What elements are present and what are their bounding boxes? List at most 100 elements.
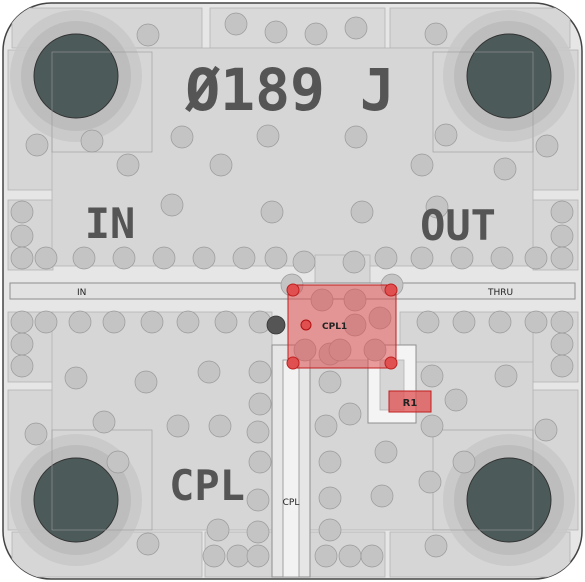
via (248, 360, 272, 384)
trace-in-label: IN (77, 288, 86, 298)
via (246, 488, 270, 512)
via (246, 420, 270, 444)
via (488, 310, 512, 334)
via (550, 224, 574, 248)
via (248, 450, 272, 474)
via (314, 414, 338, 438)
mount-hole-bottom-right (432, 429, 575, 566)
via (209, 153, 233, 177)
via (452, 450, 476, 474)
via (34, 246, 58, 270)
via (140, 310, 164, 334)
via (524, 310, 548, 334)
via (92, 410, 116, 434)
via (410, 246, 434, 270)
via (314, 544, 338, 568)
via (318, 450, 342, 474)
via (524, 246, 548, 270)
via (24, 422, 48, 446)
via (318, 486, 342, 510)
via (410, 153, 434, 177)
via (226, 544, 250, 568)
via (102, 310, 126, 334)
cpl1-label: CPL1 (322, 322, 347, 332)
via (550, 246, 574, 270)
via (214, 310, 238, 334)
via (256, 124, 280, 148)
via (338, 402, 362, 426)
via (224, 12, 248, 36)
trace-cpl-label: CPL (283, 498, 300, 508)
mount-hole-top-right (432, 10, 575, 153)
via (550, 354, 574, 378)
mount-hole-top-left (10, 10, 153, 153)
via (260, 200, 284, 224)
cpl-trace-inner (282, 359, 300, 578)
port-cpl-label: CPL (169, 461, 245, 510)
via (206, 518, 230, 542)
via (116, 153, 140, 177)
via (176, 310, 200, 334)
via (10, 200, 34, 224)
via (418, 470, 442, 494)
via (425, 195, 449, 219)
via (370, 484, 394, 508)
via (232, 246, 256, 270)
r1-label: R1 (403, 398, 418, 409)
via (304, 22, 328, 46)
dark-via (266, 315, 286, 335)
via (424, 22, 448, 46)
via (248, 392, 272, 416)
via (424, 534, 448, 558)
via (444, 388, 468, 412)
via (112, 246, 136, 270)
component-r1[interactable] (388, 390, 432, 413)
via (450, 246, 474, 270)
via (246, 520, 270, 544)
via (550, 310, 574, 334)
via (208, 414, 232, 438)
via (420, 364, 444, 388)
part-number-label: Ø189 J (184, 56, 395, 124)
via (202, 544, 226, 568)
via (170, 125, 194, 149)
via (10, 246, 34, 270)
via (374, 246, 398, 270)
via (25, 133, 49, 157)
via (10, 354, 34, 378)
via (490, 246, 514, 270)
via (106, 450, 130, 474)
via (420, 414, 444, 438)
via (344, 125, 368, 149)
via (80, 129, 104, 153)
via (160, 193, 184, 217)
port-out-label: OUT (420, 201, 496, 250)
via (34, 310, 58, 334)
via (136, 532, 160, 556)
via (152, 246, 176, 270)
trace-thru-label: THRU (487, 288, 513, 298)
via (535, 134, 559, 158)
via (318, 370, 342, 394)
via (493, 157, 517, 181)
via (134, 370, 158, 394)
via (64, 366, 88, 390)
via (338, 544, 362, 568)
via (10, 224, 34, 248)
via (550, 332, 574, 356)
via (452, 310, 476, 334)
component-cpl1[interactable] (286, 283, 398, 370)
via (374, 440, 398, 464)
via (166, 414, 190, 438)
via (434, 123, 458, 147)
via (344, 16, 368, 40)
via (416, 310, 440, 334)
via (534, 418, 558, 442)
via (342, 250, 366, 274)
via (264, 20, 288, 44)
via (360, 544, 384, 568)
via (318, 518, 342, 542)
via (292, 250, 316, 274)
via (550, 200, 574, 224)
